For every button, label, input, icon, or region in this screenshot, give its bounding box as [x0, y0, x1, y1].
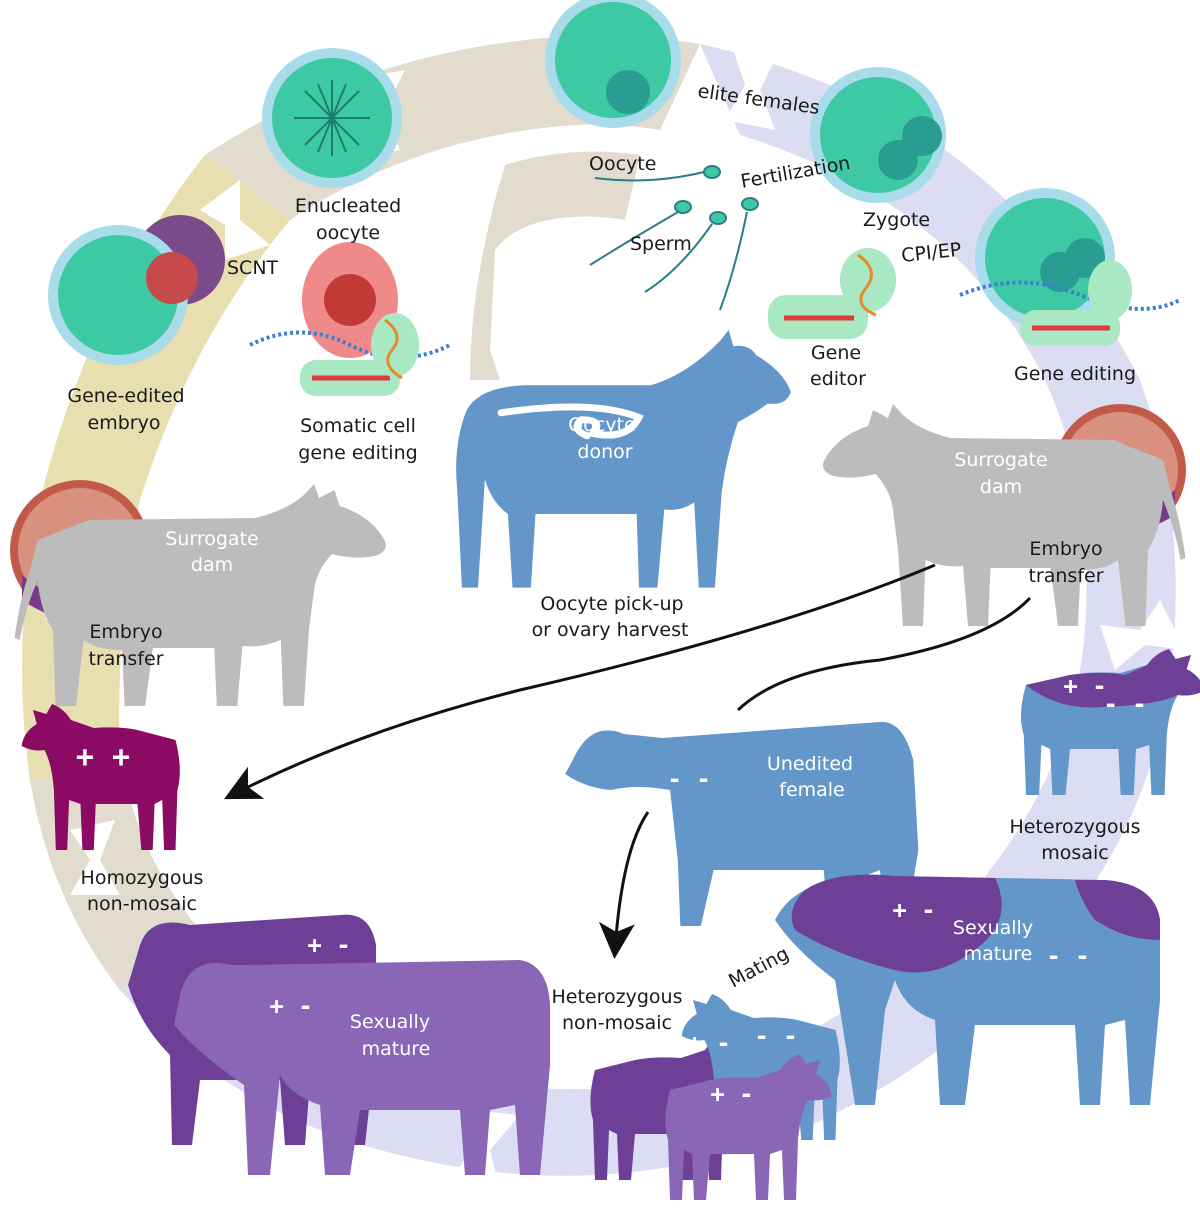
labels: elite females Fertilization Oocyte Sperm…: [67, 80, 1140, 1060]
mature-cow-front: [174, 960, 550, 1175]
genotype-offspring-a: + -: [687, 1029, 730, 1057]
gene-editor-label-line2: editor: [810, 368, 866, 390]
oocyte-pickup-label-line1: Oocyte pick-up: [540, 593, 683, 615]
genotype-mosaic-b: - -: [1103, 690, 1146, 718]
sexually-mature-right-label-line1: Sexually: [953, 917, 1033, 939]
mating-label: Mating: [725, 943, 793, 993]
gene-editor-label-line1: Gene: [811, 342, 861, 364]
enucleated-oocyte-cell: [262, 48, 402, 188]
somatic-dna-editor: [249, 313, 451, 396]
enucleated-oocyte-label-line1: Enucleated: [295, 195, 401, 217]
heterozygous-non-mosaic-label-line2: non-mosaic: [562, 1012, 672, 1034]
embryo-transfer-left-label-line1: Embryo: [89, 621, 162, 643]
surrogate-dam-left-label-line1: Surrogate: [165, 528, 258, 550]
oocyte-label: Oocyte: [589, 153, 656, 175]
surrogate-dam-left-label-line2: dam: [191, 554, 233, 576]
sexually-mature-left-label-line2: mature: [362, 1038, 431, 1060]
genotype-offspring-c: + -: [710, 1080, 753, 1108]
somatic-cell-label-line2: gene editing: [298, 442, 417, 464]
oocyte-donor-label-line2: donor: [577, 441, 632, 463]
zygote-label: Zygote: [863, 209, 930, 231]
oocyte-pickup-label-line2: or ovary harvest: [532, 619, 689, 641]
embryo-transfer-right-label-line2: transfer: [1028, 565, 1103, 587]
sexually-mature-right-label-line2: mature: [964, 943, 1033, 965]
surrogate-dam-right-label-line2: dam: [980, 476, 1022, 498]
embryo-transfer-left-label-line2: transfer: [88, 648, 163, 670]
sexually-mature-left-label-line1: Sexually: [350, 1011, 430, 1033]
zygote-cell: [810, 67, 946, 203]
genotype-signs: + + - - + - - - + - - - + - + - + - - - …: [76, 672, 1147, 1108]
embryo-transfer-right-label-line1: Embryo: [1029, 538, 1102, 560]
genotype-mature-front: + -: [269, 992, 312, 1020]
gene-editing-cell: [959, 188, 1181, 346]
homozygous-label-line2: non-mosaic: [87, 893, 197, 915]
unedited-female-cow: [565, 721, 919, 926]
oocyte-donor-label-line1: Oocyte: [568, 414, 635, 436]
oocyte-cell: [545, 0, 681, 128]
gene-edited-embryo-cell: [48, 215, 225, 365]
sperm-label: Sperm: [630, 233, 692, 255]
unedited-female-label-line1: Unedited: [767, 753, 853, 775]
oocyte-donor-cow: [456, 330, 791, 588]
cpi-ep-label: CPI/EP: [900, 239, 962, 267]
somatic-cell: [302, 242, 398, 358]
heterozygous-non-mosaic-label-line1: Heterozygous: [552, 986, 683, 1008]
somatic-cell-label-line1: Somatic cell: [300, 415, 416, 437]
genotype-unedited: - -: [667, 765, 710, 793]
gene-editor-complex: [768, 248, 896, 339]
heterozygous-mosaic-label-line1: Heterozygous: [1010, 816, 1141, 838]
genotype-homozygous: + +: [76, 740, 130, 775]
genotype-offspring-b: - -: [754, 1022, 797, 1050]
scnt-label: SCNT: [227, 257, 279, 279]
gene-editing-label: Gene editing: [1014, 363, 1136, 385]
gene-edited-embryo-label-line2: embryo: [88, 412, 161, 434]
genotype-mature-back: + -: [307, 931, 350, 959]
unedited-female-label-line2: female: [779, 779, 845, 801]
sperm-cells: [589, 165, 759, 311]
genotype-bull-b: - -: [1046, 942, 1089, 970]
heterozygous-mosaic-calf: [1020, 649, 1200, 795]
transfer-arrows: [223, 563, 1032, 959]
genotype-bull-a: + -: [892, 896, 935, 924]
mature-bull-right: [775, 874, 1160, 1105]
gene-edited-embryo-label-line1: Gene-edited: [67, 385, 184, 407]
genotype-mosaic-a: + -: [1063, 672, 1106, 700]
enucleated-oocyte-label-line2: oocyte: [316, 222, 380, 244]
surrogate-dam-right-label-line1: Surrogate: [954, 449, 1047, 471]
heterozygous-mosaic-label-line2: mosaic: [1041, 842, 1108, 864]
homozygous-label-line1: Homozygous: [81, 867, 204, 889]
